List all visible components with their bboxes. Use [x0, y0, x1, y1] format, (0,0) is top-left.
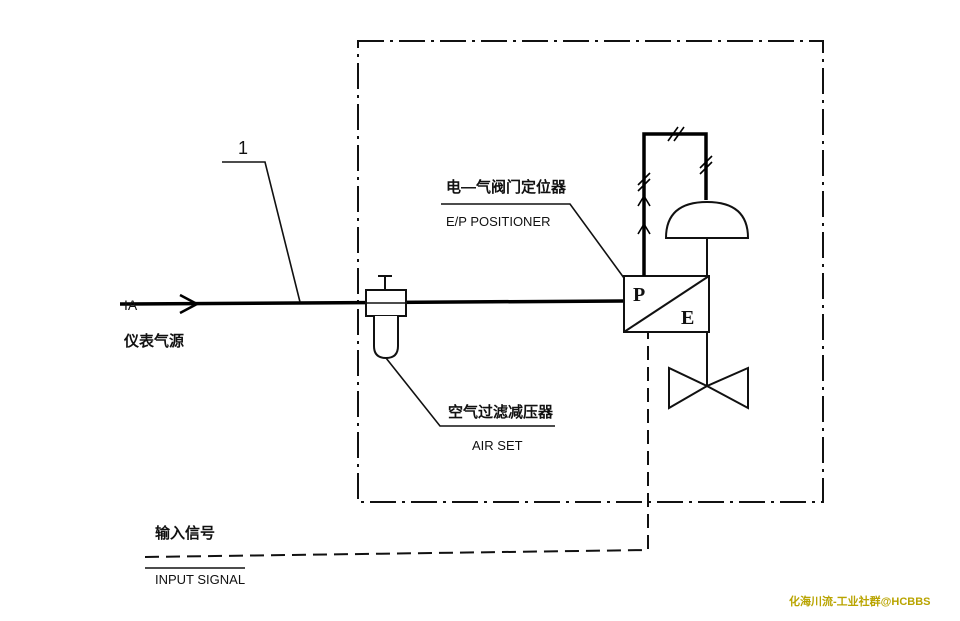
- watermark-text: 化海川流-工业社群@HCBBS: [789, 594, 931, 608]
- air-set-leader: [385, 357, 555, 427]
- air-set-name-cn: 空气过滤减压器: [448, 403, 554, 421]
- port-e-label: E: [681, 307, 694, 329]
- control-valve-body: [668, 366, 749, 410]
- port-p-label: P: [633, 284, 645, 306]
- callout-number: 1: [238, 138, 248, 158]
- callout-leader: [222, 161, 301, 303]
- input-signal-name-en: INPUT SIGNAL: [155, 572, 245, 587]
- positioner-name-en: E/P POSITIONER: [446, 214, 551, 229]
- positioner-name-cn: 电—气阀门定位器: [446, 178, 567, 196]
- package-boundary: [357, 40, 824, 503]
- input-signal-name-cn: 输入信号: [155, 524, 215, 542]
- diaphragm-actuator: [664, 200, 750, 239]
- ep-positioner-symbol: [623, 275, 710, 333]
- input-signal-line: [144, 330, 649, 558]
- source-name: 仪表气源: [123, 332, 184, 350]
- air-set-symbol: [365, 275, 407, 360]
- air-set-name-en: AIR SET: [472, 438, 523, 453]
- source-code: IA: [124, 297, 138, 313]
- pneumatic-signal-marks: [637, 126, 713, 235]
- positioner-leader: [441, 203, 625, 279]
- flow-arrow: [179, 293, 200, 315]
